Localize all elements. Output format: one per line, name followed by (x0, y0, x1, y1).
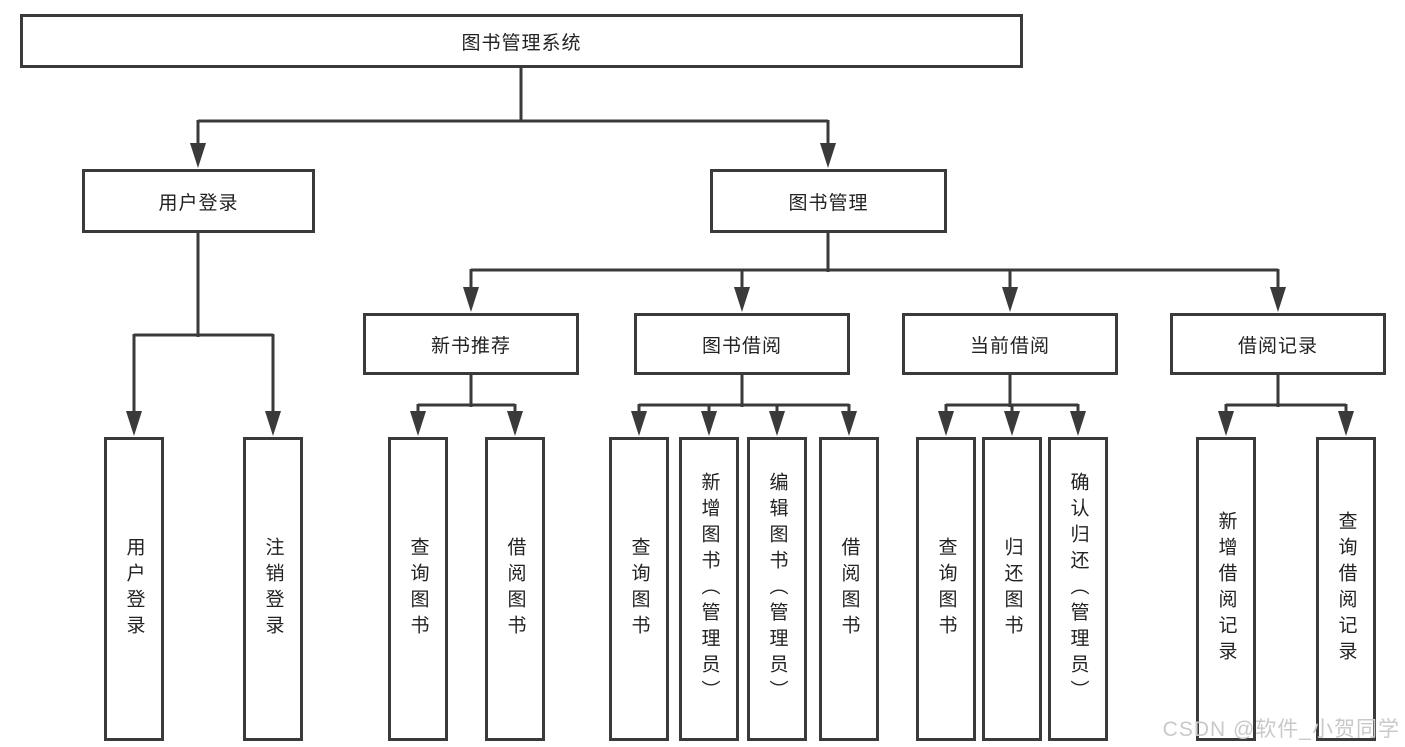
leaf-newbooks-query-books-label: 查询图书 (407, 537, 429, 641)
leaf-logout-label: 注销登录 (262, 537, 284, 641)
csdn-watermark: CSDN @软件_小贺同学 (1162, 718, 1400, 741)
leaf-logout: 注销登录 (243, 437, 303, 741)
node-user-login-label: 用户登录 (158, 192, 239, 214)
leaf-borrowing-edit-books-admin: 编辑图书（管理员） (747, 437, 807, 741)
node-book-borrowing-label: 图书借阅 (701, 335, 782, 357)
leaf-newbooks-borrow-books-label: 借阅图书 (504, 537, 526, 641)
leaf-current-confirm-return-admin: 确认归还（管理员） (1048, 437, 1108, 741)
leaf-current-query-books-label: 查询图书 (935, 537, 957, 641)
leaf-current-return-books-label: 归还图书 (1001, 537, 1023, 641)
node-new-books-label: 新书推荐 (430, 335, 511, 357)
leaf-current-return-books: 归还图书 (982, 437, 1042, 741)
leaf-user-login: 用户登录 (104, 437, 164, 741)
connector-current-borrowing-to-leaves (938, 375, 1086, 436)
leaf-borrowing-edit-books-admin-label: 编辑图书（管理员） (766, 472, 788, 706)
node-borrowing-records: 借阅记录 (1170, 313, 1386, 375)
node-current-borrowing: 当前借阅 (902, 313, 1118, 375)
leaf-borrowing-add-books-admin-label: 新增图书（管理员） (698, 472, 720, 706)
leaf-borrowing-borrow-books: 借阅图书 (819, 437, 879, 741)
node-root-system: 图书管理系统 (20, 14, 1023, 68)
node-user-login: 用户登录 (82, 169, 315, 233)
leaf-records-query-record-label: 查询借阅记录 (1335, 511, 1357, 667)
node-book-management-label: 图书管理 (788, 192, 869, 214)
connector-book-management-to-level3 (463, 233, 1286, 312)
node-current-borrowing-label: 当前借阅 (969, 335, 1050, 357)
leaf-borrowing-add-books-admin: 新增图书（管理员） (679, 437, 739, 741)
connector-root-to-level2 (190, 68, 836, 168)
leaf-newbooks-query-books: 查询图书 (388, 437, 448, 741)
node-book-management: 图书管理 (710, 169, 947, 233)
node-root-system-label: 图书管理系统 (461, 32, 582, 54)
leaf-current-confirm-return-admin-label: 确认归还（管理员） (1067, 472, 1089, 706)
leaf-borrowing-borrow-books-label: 借阅图书 (838, 537, 860, 641)
leaf-newbooks-borrow-books: 借阅图书 (485, 437, 545, 741)
connector-book-borrowing-to-leaves (631, 375, 857, 436)
leaf-user-login-label: 用户登录 (123, 537, 145, 641)
leaf-borrowing-query-books: 查询图书 (609, 437, 669, 741)
leaf-records-add-record: 新增借阅记录 (1196, 437, 1256, 741)
node-new-books: 新书推荐 (363, 313, 579, 375)
node-book-borrowing: 图书借阅 (634, 313, 850, 375)
leaf-records-add-record-label: 新增借阅记录 (1215, 511, 1237, 667)
leaf-records-query-record: 查询借阅记录 (1316, 437, 1376, 741)
leaf-borrowing-query-books-label: 查询图书 (628, 537, 650, 641)
connector-borrowing-records-to-leaves (1218, 375, 1354, 436)
leaf-current-query-books: 查询图书 (916, 437, 976, 741)
connector-new-books-to-leaves (410, 375, 523, 436)
node-borrowing-records-label: 借阅记录 (1237, 335, 1318, 357)
connector-user-login-to-leaves (126, 233, 281, 436)
